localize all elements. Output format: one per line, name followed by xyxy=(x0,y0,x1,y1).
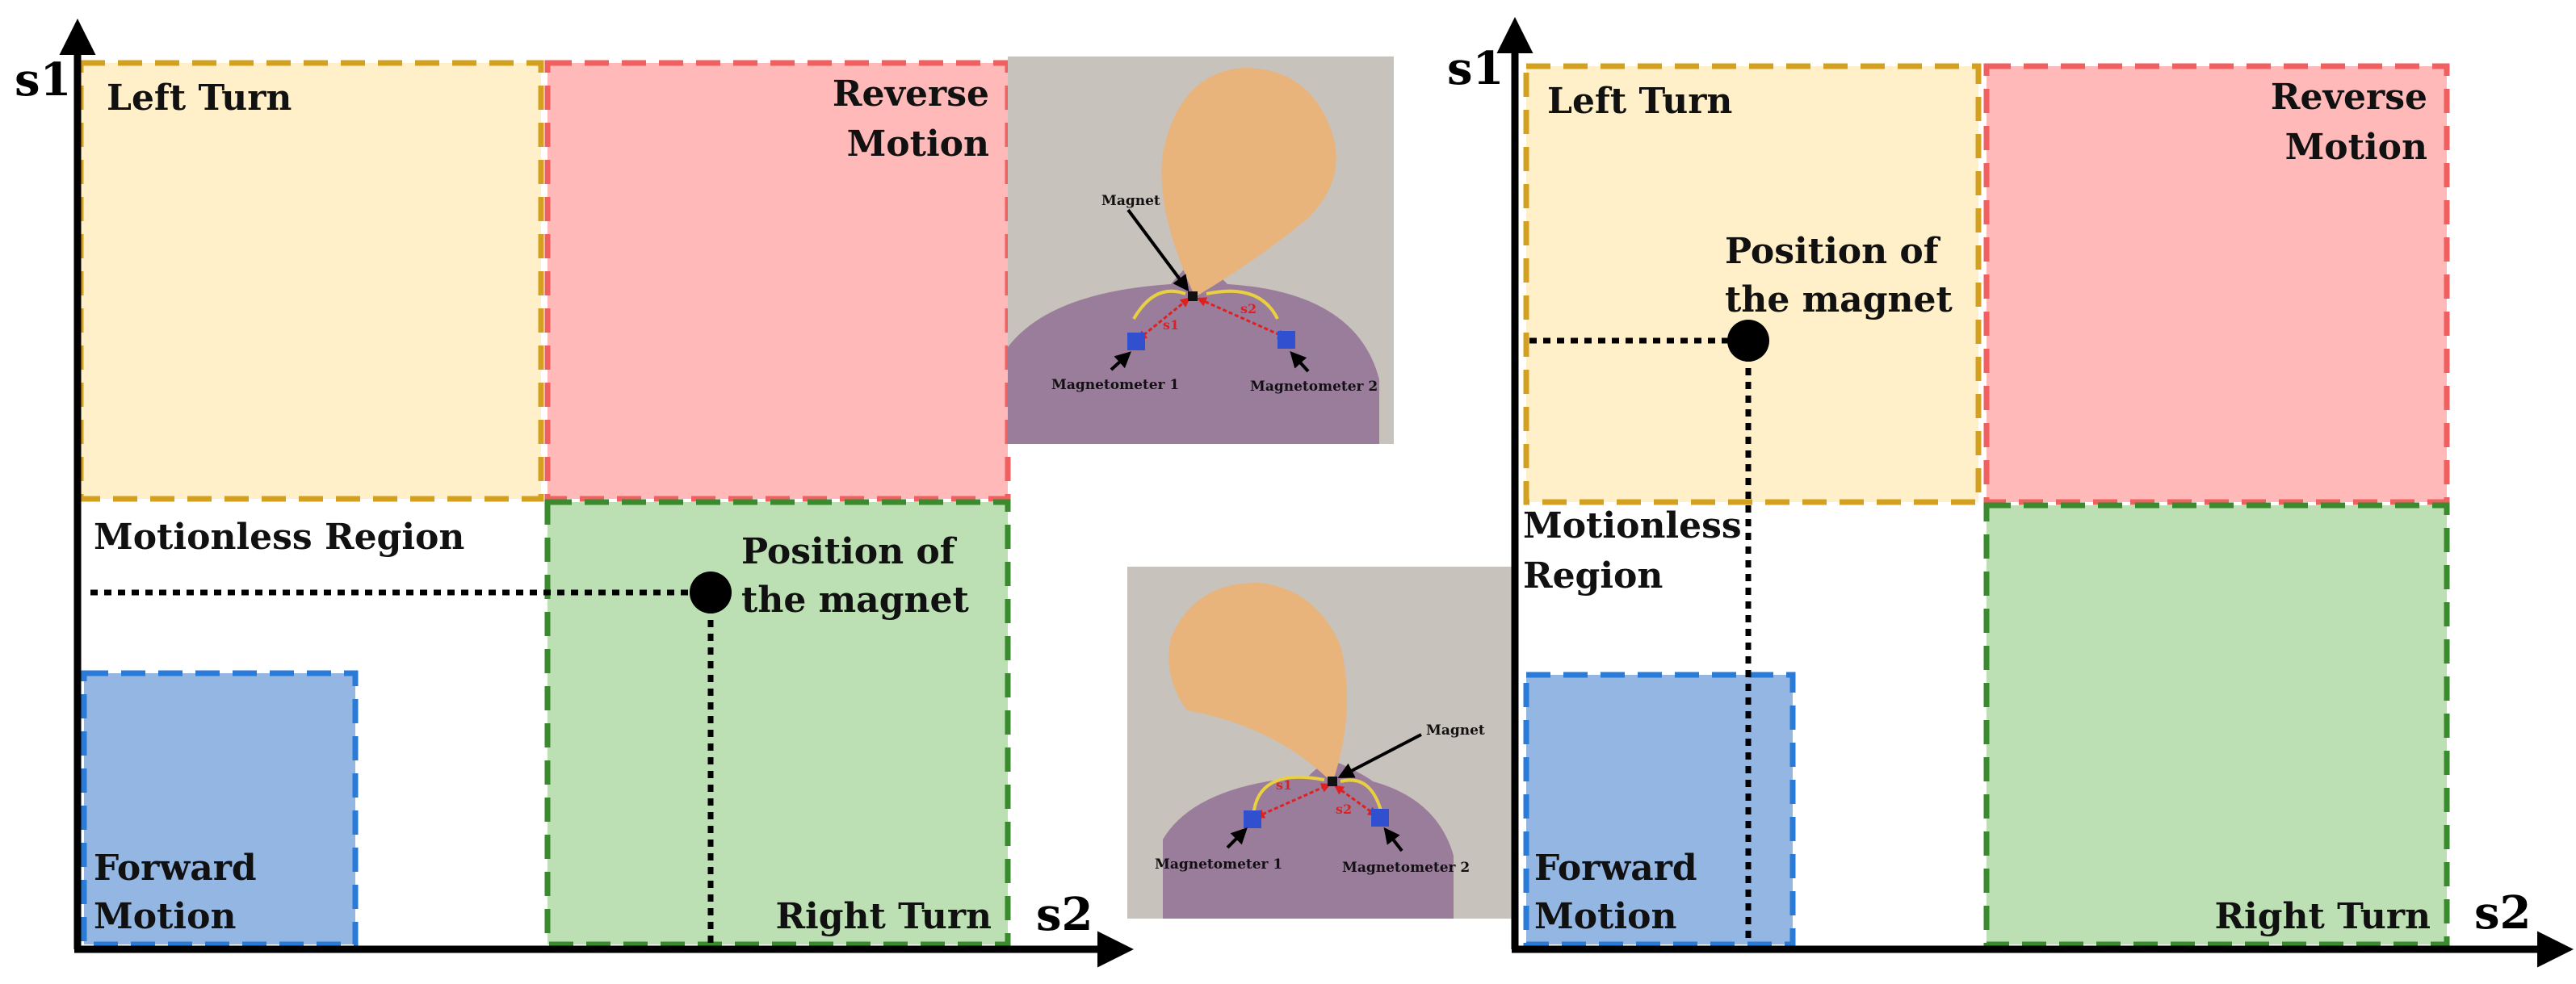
inset-bottom-s2-label: s2 xyxy=(1336,802,1352,817)
right-turn-region xyxy=(544,499,1011,948)
left-turn-label: Left Turn xyxy=(107,77,292,119)
inset-bottom-sensor1-label: Magnetometer 1 xyxy=(1155,856,1282,873)
inset-top-s1-line xyxy=(1137,297,1190,341)
reverse-motion-region xyxy=(544,60,1011,502)
right-turn-label-right: Right Turn xyxy=(2214,896,2431,937)
forward-motion-label-line2: Motion xyxy=(94,896,236,937)
inset-top: Magnet s1 s2 Magnetometer 1 Magnetometer… xyxy=(1008,57,1394,444)
motionless-region-label-line2-right: Region xyxy=(1523,555,1663,597)
inset-bottom-sensor-2 xyxy=(1371,809,1389,827)
reverse-motion-label-line1-right: Reverse xyxy=(2271,77,2427,118)
reverse-motion-region-right xyxy=(1983,63,2450,505)
inset-bottom-sensor2-label: Magnetometer 2 xyxy=(1342,860,1470,876)
inset-top-sensor2-pointer xyxy=(1290,351,1310,373)
motionless-region-label: Motionless Region xyxy=(94,517,464,558)
inset-bottom: Magnet s1 s2 Magnetometer 1 Magnetometer… xyxy=(1127,567,1515,919)
forward-motion-region xyxy=(81,670,359,948)
inset-top-sensor1-label: Magnetometer 1 xyxy=(1051,377,1179,393)
left-turn-region-right xyxy=(1523,63,1982,505)
inset-top-sensor-2 xyxy=(1278,331,1295,349)
inset-top-sensor-1 xyxy=(1127,333,1145,350)
reverse-motion-label-line2-right: Motion xyxy=(2285,127,2427,168)
magnet-position-label-line2-right: the magnet xyxy=(1725,279,1953,320)
s2-axis-label: s2 xyxy=(1036,888,1093,941)
inset-bottom-s1-label: s1 xyxy=(1276,777,1292,793)
s2-axis-label-right: s2 xyxy=(2474,886,2532,940)
forward-motion-label-line1: Forward xyxy=(94,848,257,889)
magnet-position-marker xyxy=(690,572,732,613)
inset-bottom-sensor1-pointer xyxy=(1226,827,1248,849)
inset-bottom-sensor-1 xyxy=(1244,810,1261,828)
inset-bottom-magnet-pointer xyxy=(1337,733,1422,778)
inset-top-sensor2-label: Magnetometer 2 xyxy=(1250,379,1378,395)
left-panel: s1 s2 Left Turn Reverse Motion Motionles… xyxy=(15,19,1134,968)
inset-top-s2-label: s2 xyxy=(1240,301,1257,316)
inset-bottom-magnet-label: Magnet xyxy=(1426,722,1485,739)
forward-motion-label-line1-right: Forward xyxy=(1534,848,1697,889)
inset-top-magnet-pointer xyxy=(1126,208,1189,292)
magnet-position-marker-right xyxy=(1727,320,1769,362)
s1-axis-label: s1 xyxy=(15,53,72,107)
forward-motion-label-line2-right: Motion xyxy=(1534,896,1676,937)
inset-bottom-s2-line xyxy=(1334,785,1378,817)
left-turn-region xyxy=(78,60,544,502)
motionless-region-label-line1-right: Motionless xyxy=(1523,505,1742,546)
magnet-position-label-line2: the magnet xyxy=(741,580,969,621)
magnet-position-label-line1: Position of xyxy=(741,531,958,572)
inset-bottom-s1-line xyxy=(1254,783,1332,819)
inset-top-magnet xyxy=(1188,291,1198,301)
inset-top-s1-label: s1 xyxy=(1163,317,1179,333)
inset-top-s2-line xyxy=(1196,297,1288,339)
right-turn-label: Right Turn xyxy=(775,896,992,937)
right-turn-region-right xyxy=(1983,502,2450,948)
inset-top-sensor1-pointer xyxy=(1110,351,1131,371)
right-panel: s1 s2 Left Turn Reverse Motion Position … xyxy=(1447,17,2574,968)
inset-top-head xyxy=(1161,68,1336,297)
inset-bottom-magnet xyxy=(1328,777,1337,786)
reverse-motion-label-line2: Motion xyxy=(847,124,989,165)
magnet-position-label-line1-right: Position of xyxy=(1725,231,1941,272)
reverse-motion-label-line1: Reverse xyxy=(833,73,989,115)
inset-top-magnet-label: Magnet xyxy=(1101,193,1160,209)
inset-bottom-sensor2-pointer xyxy=(1383,827,1403,852)
inset-bottom-body xyxy=(1163,762,1454,919)
inset-bottom-head xyxy=(1168,582,1347,783)
left-turn-label-right: Left Turn xyxy=(1547,81,1732,122)
s1-axis-label-right: s1 xyxy=(1447,42,1504,95)
